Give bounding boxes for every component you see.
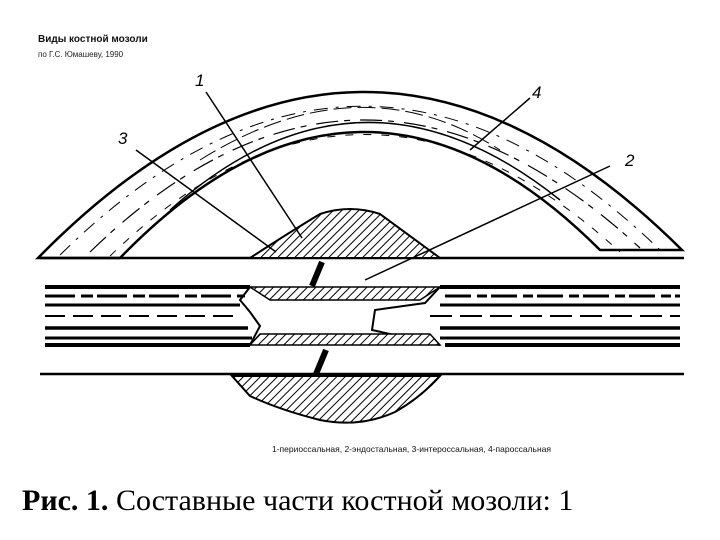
callout-1: 1 (195, 71, 204, 90)
callout-3: 3 (118, 129, 128, 148)
bone-shaft (40, 258, 684, 374)
caption-prefix: Рис. 1. (22, 484, 108, 517)
callout-2: 2 (624, 151, 635, 170)
caption-text: Составные части костной мозоли: 1 (108, 484, 573, 517)
legend-text: 1-периоссальная, 2-эндостальная, 3-интер… (272, 444, 551, 454)
intermediary-bars (312, 262, 326, 374)
figure-title: Виды костной мозоли (38, 34, 148, 45)
figure-subtitle: по Г.С. Юмашеву, 1990 (38, 50, 123, 59)
callus-endosteal (250, 287, 440, 345)
callus-top (250, 209, 440, 258)
callout-4: 4 (532, 83, 541, 102)
callus-bottom (232, 376, 440, 423)
figure-caption: Рис. 1. Составные части костной мозоли: … (22, 484, 573, 518)
